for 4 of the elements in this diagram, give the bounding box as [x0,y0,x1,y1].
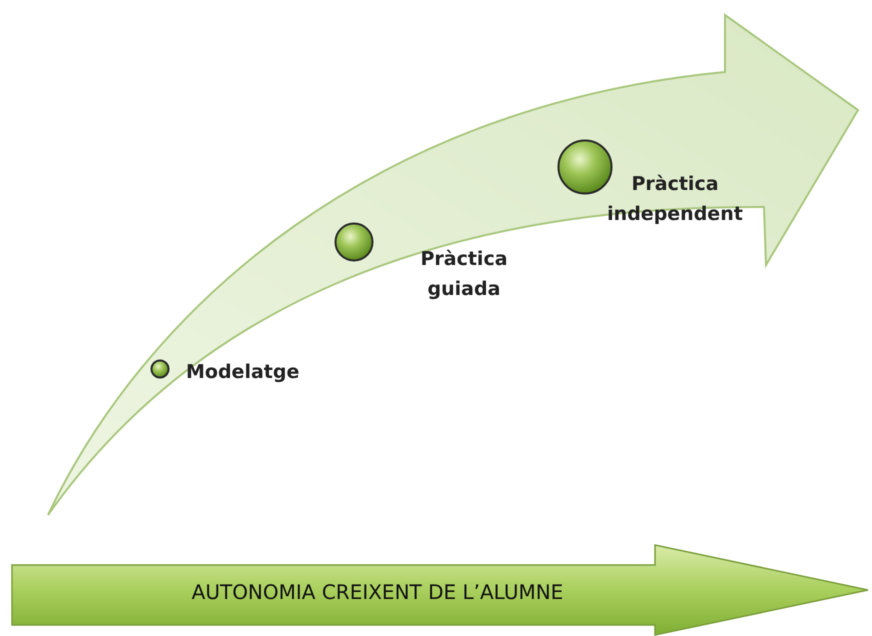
banner-text: AUTONOMIA CREIXENT DE L’ALUMNE [190,580,564,604]
stage-label: Pràctica guiada [419,247,509,302]
stage-label: Pràctica independent [606,172,744,227]
stage-label: Modelatge [186,360,300,385]
